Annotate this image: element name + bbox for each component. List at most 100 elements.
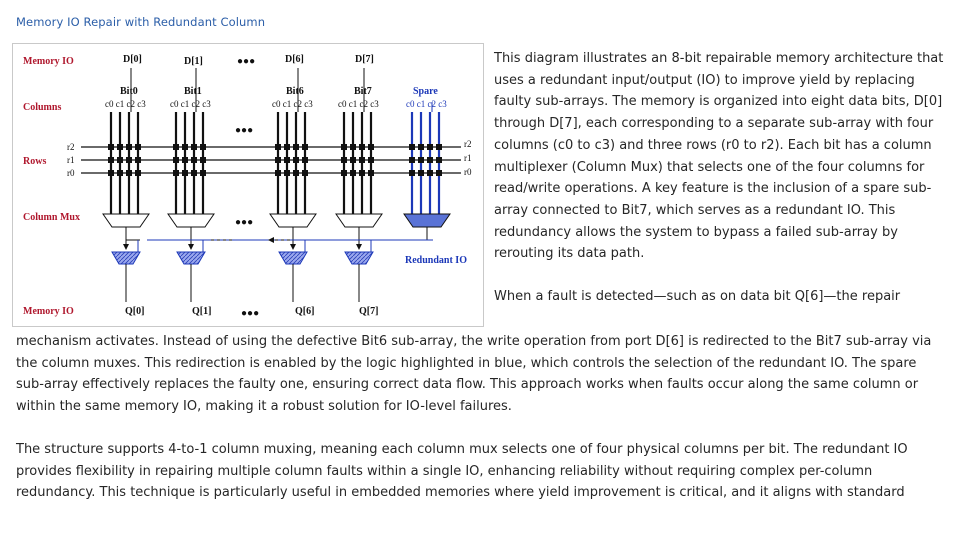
bit6-cell-c3-r2 — [302, 170, 308, 176]
bit0-cell-c0-r1 — [108, 157, 114, 163]
bit0-cell-c2-r0 — [126, 144, 132, 150]
bit7-cell-c0-r2 — [341, 170, 347, 176]
dots-inputs: ●●● — [237, 56, 255, 67]
bit1-cell-c3-r1 — [200, 157, 206, 163]
spare-cell-c3-r1 — [436, 157, 442, 163]
bit0-cell-c2-r1 — [126, 157, 132, 163]
spare-cell-c0-r2 — [409, 170, 415, 176]
bit7-cell-c1-r0 — [350, 144, 356, 150]
paragraph-1: This diagram illustrates an 8-bit repair… — [494, 51, 944, 262]
bit1-column-mux — [167, 213, 215, 228]
bit7-cell-c2-r0 — [359, 144, 365, 150]
bit0-cell-c3-r1 — [135, 157, 141, 163]
bit6-cell-c3-r1 — [302, 157, 308, 163]
bit7-cell-c1-r1 — [350, 157, 356, 163]
redundant-io-label: Redundant IO — [405, 255, 467, 266]
dots-columns: ●●● — [235, 125, 253, 136]
bit0-cell-c0-r2 — [108, 170, 114, 176]
spare-cell-c1-r1 — [418, 157, 424, 163]
label-memory-io-top: Memory IO — [23, 56, 74, 67]
bit1-cell-c2-r0 — [191, 144, 197, 150]
bit0-cell-c3-r2 — [135, 170, 141, 176]
spare-cell-c0-r0 — [409, 144, 415, 150]
spare-cell-c3-r2 — [436, 170, 442, 176]
row-label-r2: r2 — [67, 142, 75, 152]
bit1-cell-c0-r0 — [173, 144, 179, 150]
paragraph-3: The structure supports 4-to-1 column mux… — [16, 442, 908, 501]
bit1-cell-c3-r2 — [200, 170, 206, 176]
spare-column-mux — [403, 213, 451, 228]
bit1-cell-c1-r2 — [182, 170, 188, 176]
spare-label: Spare — [413, 86, 438, 97]
label-rows: Rows — [23, 156, 46, 167]
col-labels-bit7: c0 c1 c2 c3 — [338, 99, 379, 109]
spare-cell-c3-r0 — [436, 144, 442, 150]
bit1-cell-c1-r0 — [182, 144, 188, 150]
bit0-cell-c3-r0 — [135, 144, 141, 150]
bit1-cell-c2-r2 — [191, 170, 197, 176]
bit0-column-mux — [102, 213, 150, 228]
bit7-cell-c3-r0 — [368, 144, 374, 150]
bit0-cell-c1-r2 — [117, 170, 123, 176]
spare-cell-c1-r2 — [418, 170, 424, 176]
spare-cell-c1-r0 — [418, 144, 424, 150]
bit-label-1: Bit1 — [184, 86, 202, 97]
row-label-r0-right: r0 — [464, 167, 472, 177]
bit7-cell-c2-r2 — [359, 170, 365, 176]
row-label-r1-right: r1 — [464, 153, 472, 163]
output-q7: Q[7] — [359, 306, 378, 317]
input-d7: D[7] — [355, 54, 374, 65]
output-q6: Q[6] — [295, 306, 314, 317]
col-labels-bit1: c0 c1 c2 c3 — [170, 99, 211, 109]
spare-cell-c2-r2 — [427, 170, 433, 176]
page-title: Memory IO Repair with Redundant Column — [16, 15, 266, 29]
input-d6: D[6] — [285, 54, 304, 65]
bit0-cell-c1-r1 — [117, 157, 123, 163]
bit7-cell-c3-r1 — [368, 157, 374, 163]
paragraph-2-start: When a fault is detected—such as on data… — [494, 289, 901, 304]
bit6-cell-c2-r0 — [293, 144, 299, 150]
row-label-r1: r1 — [67, 155, 75, 165]
bit6-cell-c2-r2 — [293, 170, 299, 176]
bit6-cell-c0-r2 — [275, 170, 281, 176]
bit7-cell-c1-r2 — [350, 170, 356, 176]
spare-cell-c0-r1 — [409, 157, 415, 163]
paragraph-2-continued: mechanism activates. Instead of using th… — [16, 334, 932, 415]
memory-architecture-diagram: Memory IO Columns Rows Column Mux Memory… — [12, 43, 484, 327]
bit6-cell-c0-r1 — [275, 157, 281, 163]
bit-label-7: Bit7 — [354, 86, 372, 97]
col-labels-spare: c0 c1 c2 c3 — [406, 99, 447, 109]
output-q0: Q[0] — [125, 306, 144, 317]
bit0-cell-c2-r2 — [126, 170, 132, 176]
row-label-r0: r0 — [67, 168, 75, 178]
bit1-output-mux — [176, 251, 206, 265]
spare-cell-c2-r0 — [427, 144, 433, 150]
spare-cell-c2-r1 — [427, 157, 433, 163]
input-d0: D[0] — [123, 54, 142, 65]
bit6-cell-c0-r0 — [275, 144, 281, 150]
bit1-cell-c0-r2 — [173, 170, 179, 176]
bit7-cell-c0-r1 — [341, 157, 347, 163]
bit-label-6: Bit6 — [286, 86, 304, 97]
col-labels-bit6: c0 c1 c2 c3 — [272, 99, 313, 109]
label-memory-io-bottom: Memory IO — [23, 306, 74, 317]
col-labels-bit0: c0 c1 c2 c3 — [105, 99, 146, 109]
bit1-cell-c3-r0 — [200, 144, 206, 150]
bit0-output-mux — [111, 251, 141, 265]
bit1-cell-c1-r1 — [182, 157, 188, 163]
label-column-mux: Column Mux — [23, 212, 80, 223]
bit6-cell-c3-r0 — [302, 144, 308, 150]
bit6-cell-c1-r2 — [284, 170, 290, 176]
label-columns: Columns — [23, 102, 61, 113]
bit6-cell-c1-r1 — [284, 157, 290, 163]
bit1-cell-c0-r1 — [173, 157, 179, 163]
bit7-output-mux — [344, 251, 374, 265]
row-label-r2-right: r2 — [464, 139, 472, 149]
bit6-cell-c1-r0 — [284, 144, 290, 150]
bit1-cell-c2-r1 — [191, 157, 197, 163]
bit0-cell-c1-r0 — [117, 144, 123, 150]
bit6-column-mux — [269, 213, 317, 228]
bit7-cell-c2-r1 — [359, 157, 365, 163]
bit7-cell-c3-r2 — [368, 170, 374, 176]
dots-mux: ●●● — [235, 217, 253, 228]
